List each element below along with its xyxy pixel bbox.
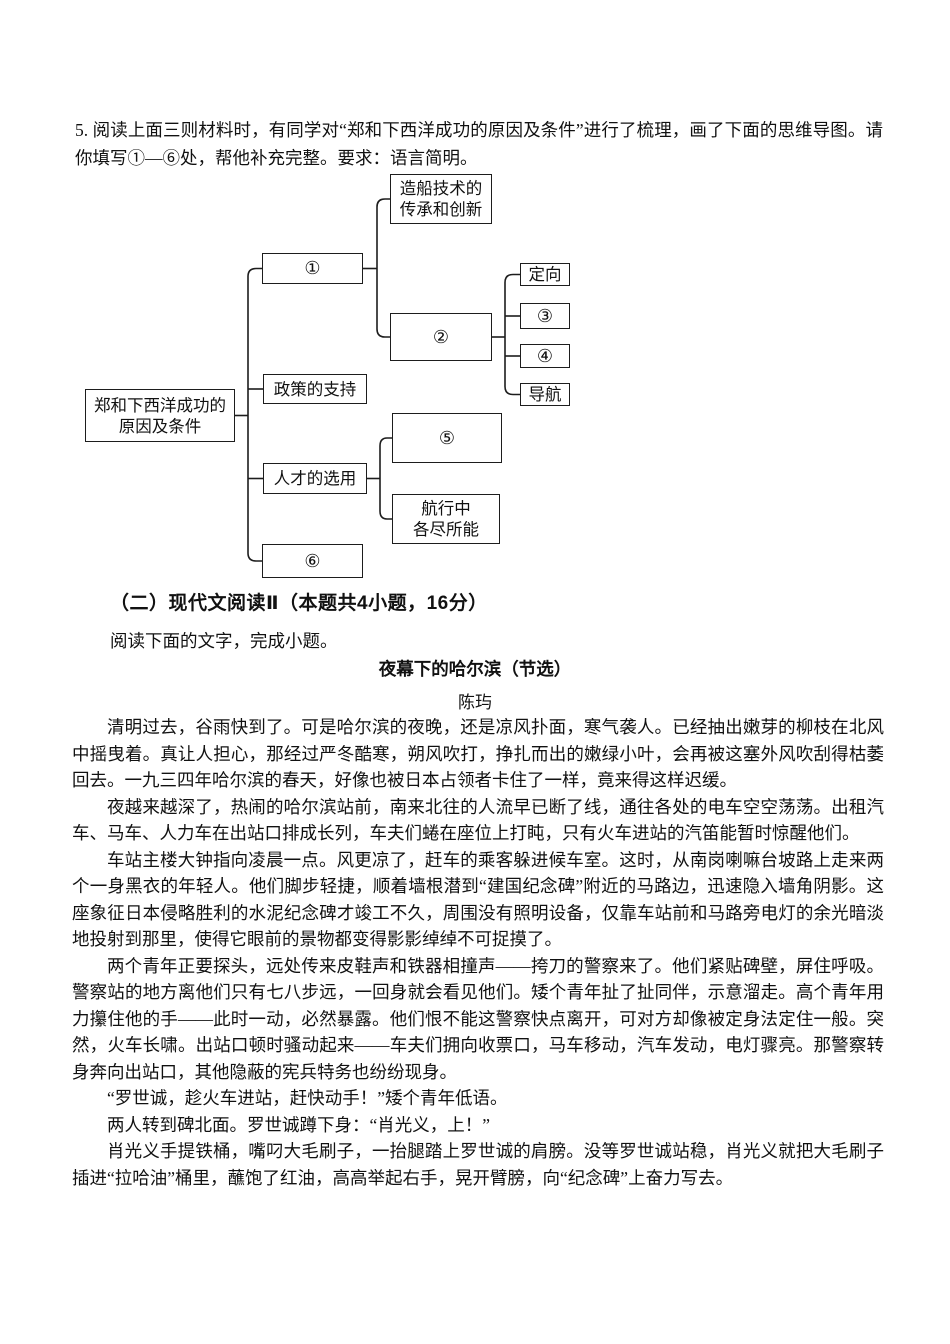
node-blank-4: ④ [520, 344, 570, 368]
node-navigation: 导航 [520, 383, 570, 406]
node-root-line1: 郑和下西洋成功的 [94, 395, 226, 415]
article-paragraph: 清明过去，谷雨快到了。可是哈尔滨的夜晚，还是凉风扑面，寒气袭人。已经抽出嫩芽的柳… [72, 717, 884, 790]
node-root: 郑和下西洋成功的 原因及条件 [85, 389, 235, 442]
article-paragraph: 肖光义手提铁桶，嘴叼大毛刷子，一抬腿踏上罗世诚的肩膀。没等罗世诚站稳，肖光义就把… [72, 1141, 884, 1188]
node-root-line2: 原因及条件 [118, 416, 202, 436]
mindmap: 造船技术的 传承和创新 ① 定向 ③ ② ④ 导航 政策的支持 郑和下西洋成功的… [85, 174, 585, 584]
article-title: 夜幕下的哈尔滨（节选） [378, 659, 572, 679]
node-blank-1-label: ① [304, 258, 321, 278]
node-voyage-line1: 航行中 [421, 499, 471, 518]
node-shipbuilding: 造船技术的 传承和创新 [390, 174, 492, 224]
node-talent-label: 人才的选用 [273, 469, 357, 488]
mindmap-connectors [235, 198, 520, 562]
node-blank-6: ⑥ [262, 544, 363, 578]
node-direction-label: 定向 [528, 265, 562, 284]
section-heading: （二）现代文阅读Ⅱ（本题共4小题，16分） [110, 593, 488, 614]
node-blank-2-label: ② [432, 326, 450, 347]
node-voyage-line2: 各尽所能 [413, 520, 479, 539]
node-voyage: 航行中 各尽所能 [392, 494, 500, 544]
node-blank-5: ⑤ [392, 413, 502, 463]
article-paragraph: 车站主楼大钟指向凌晨一点。风更凉了，赶车的乘客躲进候车室。这时，从南岗喇嘛台坡路… [72, 849, 884, 950]
node-shipbuilding-line2: 传承和创新 [399, 200, 483, 219]
article-paragraph: “罗世诚，趁火车进站，赶快动手！”矮个青年低语。 [107, 1088, 508, 1108]
node-talent: 人才的选用 [263, 463, 367, 494]
node-blank-6-label: ⑥ [304, 550, 321, 571]
node-blank-1: ① [262, 253, 363, 284]
node-policy-label: 政策的支持 [273, 379, 357, 399]
article-paragraph: 夜越来越深了，热闹的哈尔滨站前，南来北往的人流早已断了线，通往各处的电车空空荡荡… [72, 796, 884, 844]
node-policy: 政策的支持 [263, 374, 367, 404]
question-5-text: 5. 阅读上面三则材料时，有同学对“郑和下西洋成功的原因及条件”进行了梳理，画了… [75, 120, 883, 168]
node-blank-2: ② [390, 313, 492, 361]
article-author: 陈玙 [458, 693, 492, 712]
article-paragraph: 两人转到碑北面。罗世诚蹲下身：“肖光义，上！” [107, 1114, 491, 1135]
article-paragraph: 两个青年正要探头，远处传来皮鞋声和铁器相撞声——挎刀的警察来了。他们紧贴碑壁，屏… [72, 955, 884, 1082]
node-blank-3: ③ [520, 303, 570, 329]
node-blank-4-label: ④ [536, 345, 554, 366]
node-blank-5-label: ⑤ [438, 427, 456, 448]
node-direction: 定向 [520, 263, 570, 286]
node-navigation-label: 导航 [528, 385, 562, 404]
node-blank-3-label: ③ [536, 305, 554, 326]
node-shipbuilding-line1: 造船技术的 [399, 179, 483, 198]
reading-instruction: 阅读下面的文字，完成小题。 [110, 631, 338, 651]
article-body: 清明过去，谷雨快到了。可是哈尔滨的夜晚，还是凉风扑面，寒气袭人。已经抽出嫩芽的柳… [72, 714, 884, 1191]
